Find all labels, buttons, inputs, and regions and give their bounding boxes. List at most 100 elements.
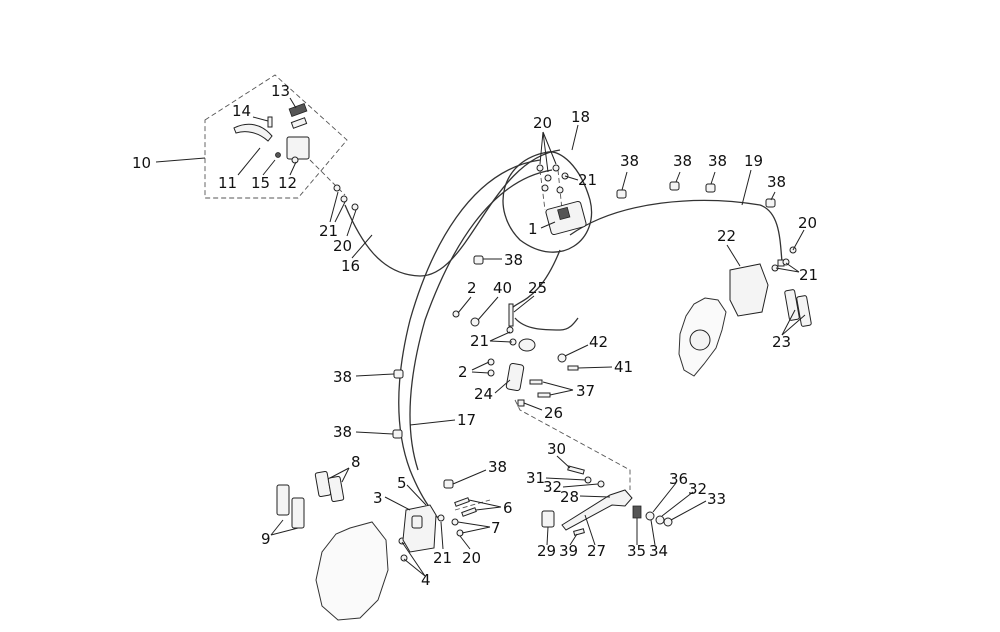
leader-22 — [726, 244, 741, 267]
leader-26 — [523, 402, 543, 411]
callout-20: 20 — [798, 214, 817, 232]
leader-38a — [621, 171, 628, 191]
clip — [393, 369, 404, 379]
rear-pad — [796, 295, 812, 327]
callout-38: 38 — [767, 173, 786, 191]
rear-brake — [678, 263, 812, 377]
callout-38: 38 — [673, 152, 692, 170]
leader-lines — [155, 97, 806, 577]
leader-1 — [540, 221, 556, 229]
callout-3: 3 — [373, 489, 383, 507]
pedal-bolt — [567, 465, 585, 475]
washer — [597, 480, 605, 488]
leader-16 — [351, 234, 373, 259]
banjo — [552, 164, 560, 172]
callout-21: 21 — [578, 171, 597, 189]
hose-17-inner — [409, 169, 553, 471]
leader-32a — [562, 483, 599, 488]
bolt — [461, 507, 477, 517]
rear-reservoir — [518, 338, 536, 352]
leader-21c — [785, 262, 800, 273]
washer — [470, 317, 480, 327]
pivot-bolt — [267, 116, 273, 128]
callout-16: 16 — [341, 257, 360, 275]
clip-26 — [517, 399, 525, 407]
leader-32b — [661, 491, 694, 517]
callout-10: 10 — [132, 154, 151, 172]
leader-31 — [545, 477, 587, 481]
callout-26: 26 — [544, 404, 563, 422]
callout-4: 4 — [421, 571, 431, 589]
callout-32: 32 — [688, 480, 707, 498]
rear-caliper — [729, 263, 769, 317]
leader-21a2 — [334, 201, 346, 223]
hose-17 — [398, 159, 541, 521]
rear-master-cylinder — [505, 303, 536, 392]
brake-pedal — [561, 489, 633, 531]
leader-21d — [489, 331, 511, 342]
leader-6b — [475, 506, 502, 511]
washer — [351, 203, 359, 211]
pad-shim — [276, 484, 290, 516]
leader-38b — [675, 171, 681, 183]
callout-37: 37 — [576, 382, 595, 400]
reservoir-cap — [288, 102, 308, 118]
clip — [669, 181, 680, 191]
callout-2: 2 — [467, 279, 477, 297]
abs-port — [557, 206, 571, 221]
front-pad — [327, 475, 345, 503]
leader-21e — [440, 521, 444, 550]
washer — [400, 554, 408, 562]
bolt — [537, 392, 551, 398]
leader-20b3 — [542, 131, 557, 165]
leader-21b — [564, 175, 579, 181]
nut — [275, 152, 281, 158]
callout-22: 22 — [717, 227, 736, 245]
callout-25: 25 — [528, 279, 547, 297]
master-cylinder — [286, 136, 310, 160]
washer — [655, 515, 665, 525]
clip — [443, 479, 454, 489]
callout-6: 6 — [503, 499, 513, 517]
rear-master-body — [505, 362, 525, 392]
switch — [291, 156, 299, 164]
nut — [663, 517, 673, 527]
leader-30 — [556, 455, 571, 469]
callout-41: 41 — [614, 358, 633, 376]
callout-15: 15 — [251, 174, 270, 192]
leader-38g — [355, 431, 394, 435]
callout-20: 20 — [462, 549, 481, 567]
callout-11: 11 — [218, 174, 237, 192]
banjo — [556, 186, 564, 194]
leader-21c2 — [775, 267, 800, 273]
leader-41 — [577, 366, 613, 369]
washer — [645, 511, 655, 521]
group-outline — [204, 74, 348, 199]
leader-6 — [468, 499, 502, 508]
callout-27: 27 — [587, 542, 606, 560]
callout-12: 12 — [278, 174, 297, 192]
abs-modulator — [536, 164, 587, 236]
clip — [765, 198, 776, 208]
hose-25b — [511, 249, 561, 309]
leader-29 — [546, 526, 549, 546]
rear-disc-hub — [689, 329, 711, 351]
centerline-d — [514, 399, 631, 490]
callout-38: 38 — [504, 251, 523, 269]
callout-20: 20 — [533, 114, 552, 132]
leader-4 — [403, 558, 426, 577]
leader-38f — [355, 373, 395, 377]
leader-13 — [289, 97, 297, 109]
leader-5 — [406, 484, 427, 506]
clip — [616, 189, 627, 199]
leader-23b — [781, 314, 806, 336]
bolt — [567, 365, 579, 371]
callout-36: 36 — [669, 470, 688, 488]
bolt — [454, 497, 470, 507]
leader-10 — [155, 157, 206, 163]
callout-9: 9 — [261, 530, 271, 548]
clip — [392, 429, 403, 439]
leader-12 — [289, 161, 297, 176]
caliper-piston — [411, 515, 423, 529]
